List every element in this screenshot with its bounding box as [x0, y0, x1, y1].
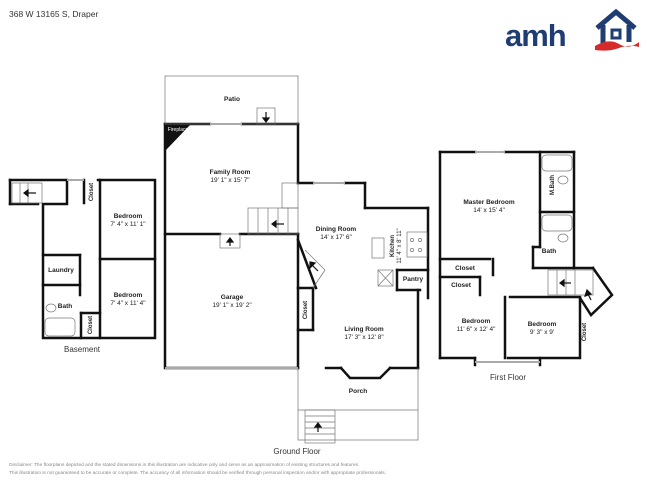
first-floor-title: First Floor — [490, 373, 526, 382]
stove — [406, 231, 428, 258]
kitchen-box — [377, 269, 394, 287]
basement-walls — [8, 178, 157, 340]
family-room-stairs — [247, 207, 299, 235]
basement-closet-1-label: Closet — [89, 182, 95, 202]
disclaimer-line-1: Disclaimer: The floorplans depicted and … — [9, 463, 360, 468]
patio-label: Patio — [224, 96, 240, 103]
porch-label: Porch — [348, 388, 368, 395]
disclaimer: Disclaimer: The floorplans depicted and … — [9, 462, 386, 478]
property-address: 368 W 13165 S, Draper — [9, 9, 99, 19]
master-tub — [541, 154, 573, 172]
patio-step — [256, 107, 276, 125]
room-name: Bedroom — [113, 292, 143, 299]
room-dims: 7' 4" x 11' 4" — [110, 300, 146, 307]
laundry-label: Laundry — [48, 267, 74, 274]
basement-bath-label: Bath — [57, 303, 73, 310]
room-name: Bedroom — [113, 213, 143, 220]
logo-text: amh — [505, 18, 567, 53]
ground-closet-label: Closet — [303, 300, 309, 320]
first-floor-closet-3-label: Closet — [582, 322, 588, 342]
house-roof-icon — [595, 8, 639, 51]
fireplace-label: Fireplace — [167, 127, 189, 133]
basement-tub — [44, 317, 76, 337]
pantry-label: Pantry — [402, 276, 424, 283]
first-floor-closet-1-label: Closet — [455, 265, 475, 272]
first-floor-bath-label: Bath — [541, 248, 557, 255]
porch-outline — [297, 368, 419, 441]
first-floor-stairs — [547, 269, 594, 296]
basement-closet-2-label: Closet — [88, 315, 94, 335]
ground-floor-walls — [163, 122, 430, 380]
kitchen-island — [371, 237, 385, 259]
fireplace-shape — [166, 125, 190, 150]
amh-logo: amh — [505, 8, 640, 54]
basement-stairs — [11, 182, 43, 204]
porch-stairs — [304, 409, 336, 444]
bath-tub — [541, 214, 573, 232]
first-floor-walls — [438, 150, 614, 367]
garage-step — [219, 233, 241, 249]
room-dims: 7' 4" x 11' 1" — [110, 221, 146, 228]
first-floor-closet-2-label: Closet — [451, 282, 471, 289]
disclaimer-line-2: This illustration is not guaranteed to b… — [9, 471, 386, 476]
dining-stairs — [304, 249, 326, 289]
master-bath-label: M.Bath — [550, 175, 556, 195]
basement-floor-title: Basement — [63, 345, 101, 354]
ground-floor-title: Ground Floor — [273, 447, 321, 456]
